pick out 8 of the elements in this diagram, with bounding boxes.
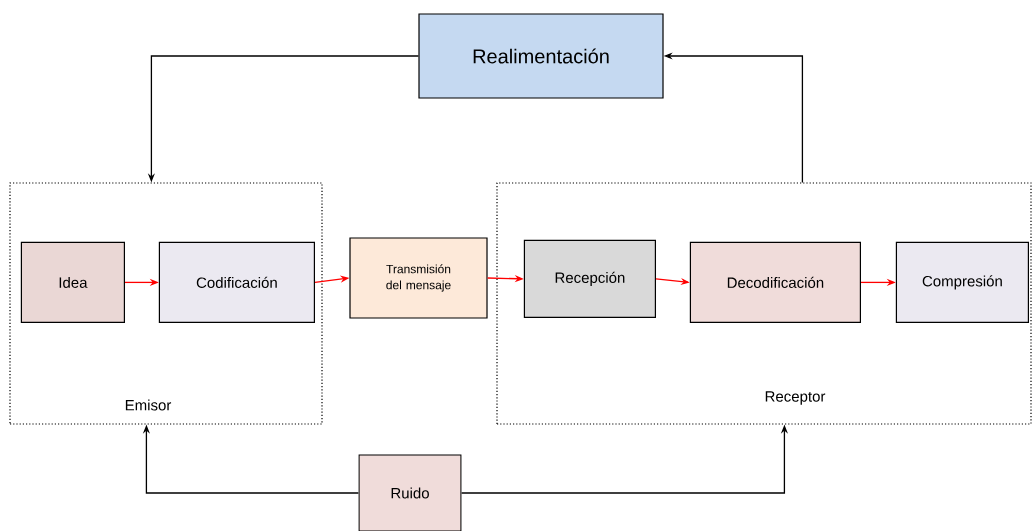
process-box: Ruido [358,454,462,531]
process-box: Codificación [158,241,315,323]
process-box: Transmisión del mensaje [349,237,488,319]
process-box: Idea [20,241,125,323]
process-box: Realimentación [418,13,664,99]
process-box: Recepción [523,239,656,318]
process-box: Compresión [895,241,1029,323]
process-box: Decodificación [689,241,861,323]
